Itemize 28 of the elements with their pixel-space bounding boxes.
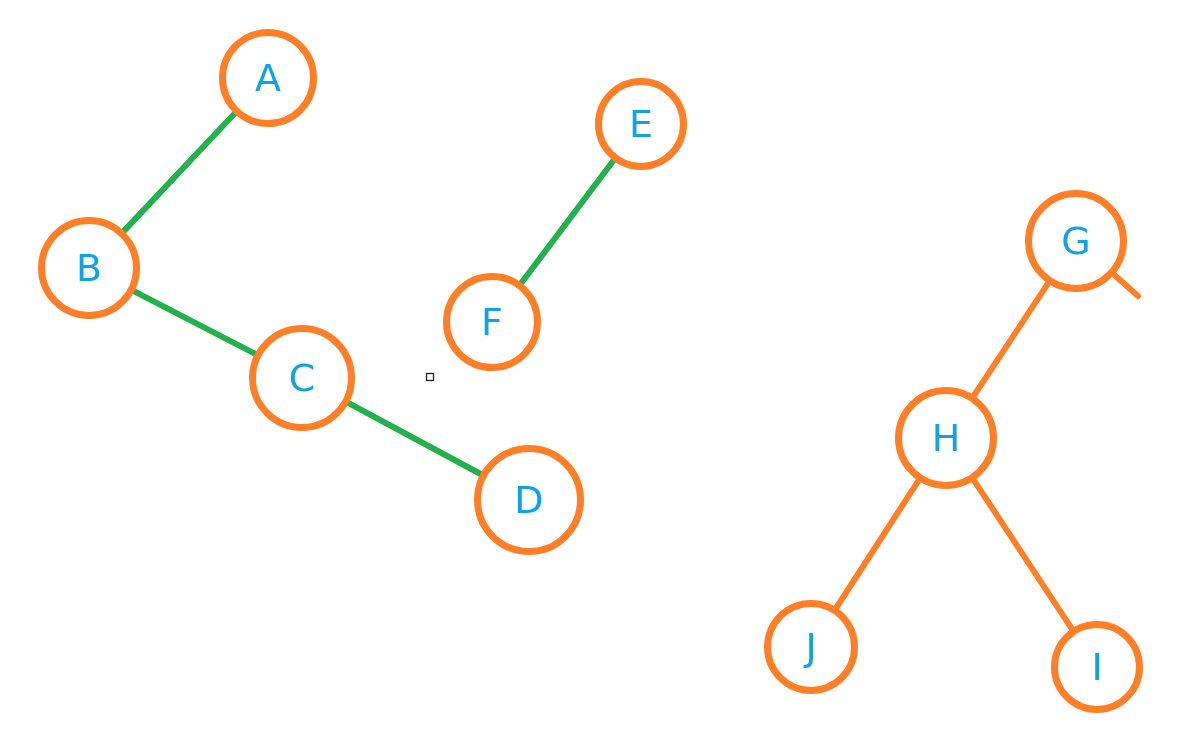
node-letter: F — [481, 303, 503, 341]
circle-node — [595, 78, 687, 170]
circle-node — [764, 600, 858, 694]
node-letter: A — [255, 59, 281, 97]
node-letter: D — [514, 481, 544, 519]
connector-line — [971, 280, 1051, 399]
connector-line — [121, 110, 238, 234]
circle-node — [249, 325, 355, 431]
connector-line — [1111, 271, 1141, 299]
connector-line — [345, 400, 484, 477]
circle-node — [1025, 190, 1127, 292]
connector-line — [833, 477, 922, 611]
connector-line — [971, 477, 1075, 632]
node-letter: G — [1061, 222, 1091, 260]
node-letter: B — [75, 249, 103, 287]
circle-node — [219, 29, 317, 127]
circle-node — [895, 387, 997, 489]
circle-node — [1051, 621, 1143, 713]
connector-line — [131, 288, 258, 357]
node-letter: E — [629, 105, 653, 143]
circle-node — [38, 217, 140, 319]
node-letter: C — [288, 359, 316, 397]
node-letter: H — [931, 419, 961, 457]
node-letter: J — [805, 628, 817, 666]
circle-node — [474, 445, 584, 555]
connector-line — [518, 157, 617, 286]
node-letter: I — [1091, 648, 1103, 686]
circle-node — [443, 273, 541, 371]
